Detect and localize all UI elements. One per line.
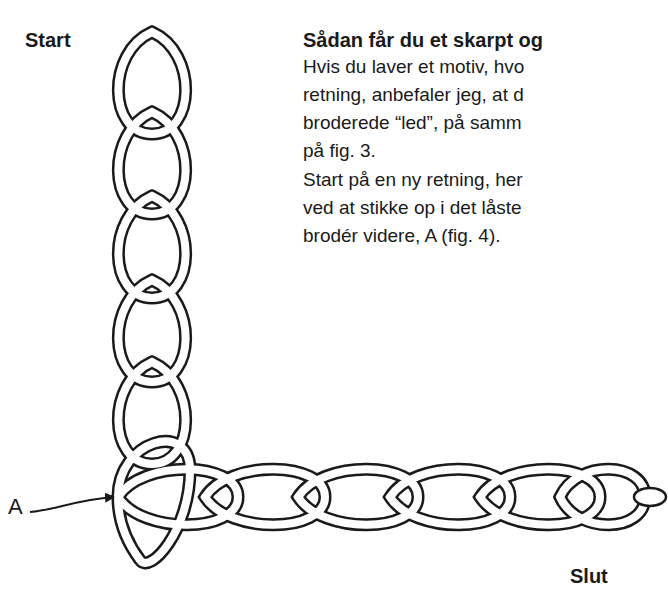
chain-link	[390, 469, 510, 525]
chain-link-fill	[118, 362, 185, 464]
chain-link	[298, 469, 418, 525]
chain-link-fill	[390, 469, 510, 525]
body-text: ved at stikke op i det låste	[303, 198, 522, 217]
body-text: retning, anbefaler jeg, at d	[303, 85, 524, 104]
chain-link-fill	[118, 441, 190, 562]
body-text: Hvis du laver et motiv, hvo	[303, 57, 524, 76]
chain-link-fill	[118, 32, 185, 134]
chain-link-fill	[560, 469, 645, 525]
body-text: på fig. 3.	[303, 141, 376, 160]
thread-end	[634, 488, 666, 506]
callout-letter: A	[8, 496, 23, 518]
heading: Sådan får du et skarpt og	[303, 30, 543, 50]
chain-link-fill	[118, 469, 238, 525]
chain-link	[205, 469, 325, 525]
body-text: brodér videre, A (fig. 4).	[303, 226, 501, 245]
chain-link-fill	[298, 469, 418, 525]
leader-arrow	[30, 497, 114, 512]
chain-link-fill	[205, 469, 325, 525]
start-label: Start	[25, 30, 71, 50]
body-text: Start på en ny retning, her	[303, 170, 523, 189]
chain-link-fill	[118, 280, 185, 382]
body-text: broderede “led”, på samm	[303, 113, 522, 132]
end-label: Slut	[570, 566, 608, 586]
